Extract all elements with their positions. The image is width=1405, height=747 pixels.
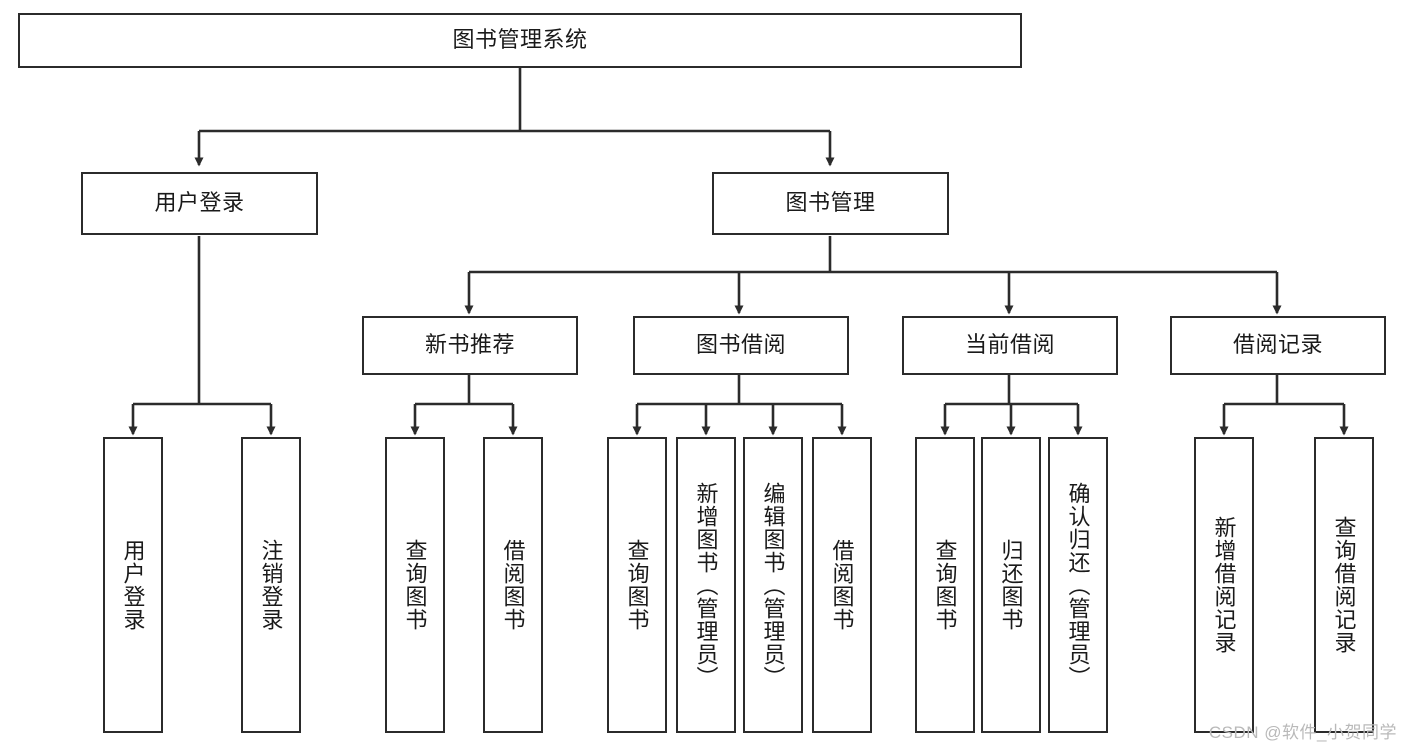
node-label: 新增借阅记录 <box>1211 516 1237 654</box>
leaf-book-borrow-add-book-admin[interactable]: 新增图书（管理员） <box>676 437 736 733</box>
watermark: CSDN @软件_小贺同学 <box>1208 723 1397 742</box>
node-new-book-recommend[interactable]: 新书推荐 <box>362 316 578 375</box>
leaf-new-book-borrow-book[interactable]: 借阅图书 <box>483 437 543 733</box>
node-label: 当前借阅 <box>964 332 1055 358</box>
node-book-borrow[interactable]: 图书借阅 <box>633 316 849 375</box>
leaf-current-borrow-query-book[interactable]: 查询图书 <box>915 437 975 733</box>
node-label: 图书管理系统 <box>452 27 588 53</box>
leaf-borrow-record-query-record[interactable]: 查询借阅记录 <box>1314 437 1374 733</box>
node-current-borrow[interactable]: 当前借阅 <box>902 316 1118 375</box>
node-borrow-record[interactable]: 借阅记录 <box>1170 316 1386 375</box>
node-label: 用户登录 <box>154 190 245 216</box>
leaf-user-login-logout[interactable]: 注销登录 <box>241 437 301 733</box>
node-root-book-management-system[interactable]: 图书管理系统 <box>18 13 1022 68</box>
node-label: 查询图书 <box>932 539 958 631</box>
node-label: 编辑图书（管理员） <box>760 481 786 689</box>
leaf-borrow-record-add-record[interactable]: 新增借阅记录 <box>1194 437 1254 733</box>
node-label: 查询图书 <box>402 539 428 631</box>
leaf-current-borrow-confirm-return-admin[interactable]: 确认归还（管理员） <box>1048 437 1108 733</box>
node-label: 新书推荐 <box>424 332 515 358</box>
leaf-new-book-query-book[interactable]: 查询图书 <box>385 437 445 733</box>
node-label: 查询图书 <box>624 539 650 631</box>
node-label: 确认归还（管理员） <box>1065 481 1091 689</box>
node-label: 新增图书（管理员） <box>693 481 719 689</box>
node-label: 查询借阅记录 <box>1331 516 1357 654</box>
node-label: 图书管理 <box>785 190 876 216</box>
node-label: 借阅图书 <box>500 539 526 631</box>
node-label: 注销登录 <box>258 539 284 631</box>
leaf-current-borrow-return-book[interactable]: 归还图书 <box>981 437 1041 733</box>
node-label: 借阅图书 <box>829 539 855 631</box>
node-label: 归还图书 <box>998 539 1024 631</box>
node-book-management[interactable]: 图书管理 <box>712 172 949 235</box>
leaf-user-login-login[interactable]: 用户登录 <box>103 437 163 733</box>
node-label: 借阅记录 <box>1232 332 1323 358</box>
node-label: 图书借阅 <box>695 332 786 358</box>
leaf-book-borrow-borrow-book[interactable]: 借阅图书 <box>812 437 872 733</box>
leaf-book-borrow-query-book[interactable]: 查询图书 <box>607 437 667 733</box>
leaf-book-borrow-edit-book-admin[interactable]: 编辑图书（管理员） <box>743 437 803 733</box>
node-user-login[interactable]: 用户登录 <box>81 172 318 235</box>
node-label: 用户登录 <box>120 539 146 631</box>
